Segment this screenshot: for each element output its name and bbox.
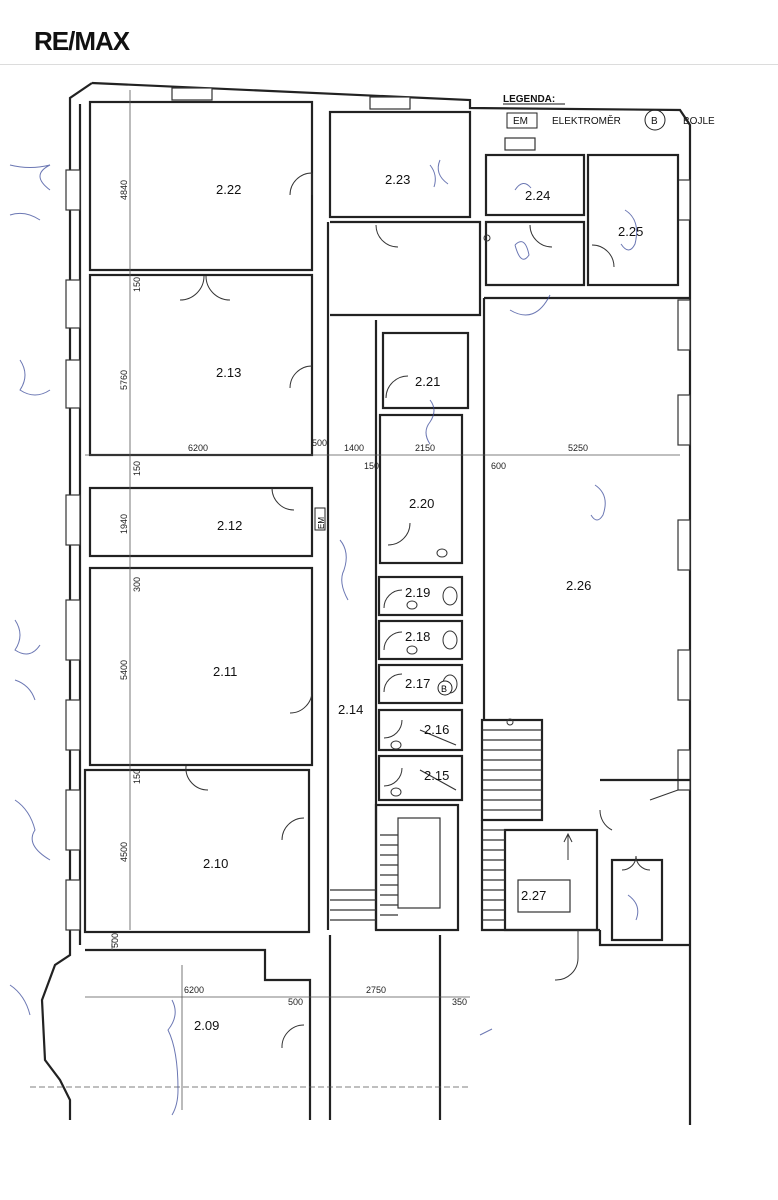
sink-icon (390, 740, 402, 750)
dimension-lines (30, 90, 680, 1110)
fixtures: B EM (314, 234, 514, 797)
room-2-18-walls (377, 619, 464, 661)
dim-2150: 2150 (415, 443, 435, 453)
room-label-2-19: 2.19 (405, 585, 430, 600)
dim-150-c: 150 (132, 769, 142, 784)
boiler-marker-text: B (441, 684, 447, 694)
sink-icon (390, 787, 402, 797)
room-2-25-walls (586, 153, 680, 287)
sink-icon (436, 548, 448, 558)
dim-5250: 5250 (568, 443, 588, 453)
toilet-icon (442, 630, 458, 650)
room-label-2-09: 2.09 (194, 1018, 219, 1033)
dim-1940: 1940 (119, 514, 129, 534)
legend-b-label: BOJLE (683, 116, 715, 127)
room-2-11-walls (88, 566, 314, 767)
room-2-12-walls (88, 486, 314, 558)
room-label-2-14: 2.14 (338, 702, 363, 717)
dim-4840: 4840 (119, 180, 129, 200)
stair-lower (374, 803, 460, 932)
room-label-2-27: 2.27 (521, 888, 546, 903)
room-label-2-16: 2.16 (424, 722, 449, 737)
vestibule-walls (610, 858, 664, 942)
room-label-2-20: 2.20 (409, 496, 434, 511)
room-label-2-15: 2.15 (424, 768, 449, 783)
stair-treads (330, 729, 573, 921)
sink-icon (406, 600, 418, 610)
vertical-dimensions: 4840 150 5760 150 1940 300 5400 150 4500… (110, 180, 142, 948)
dim-500-v: 500 (110, 933, 120, 948)
sink-icon (406, 645, 418, 655)
legend-em-box (506, 112, 538, 129)
legend-em-label: ELEKTROMĚR (552, 114, 621, 127)
dim-5760: 5760 (119, 370, 129, 390)
room-2-19-walls (377, 575, 464, 617)
room-label-2-18: 2.18 (405, 629, 430, 644)
header-divider (0, 64, 778, 65)
room-2-17-walls (377, 663, 464, 705)
room-label-2-12: 2.12 (217, 518, 242, 533)
dim-150-mid: 150 (364, 461, 379, 471)
remax-logo: RE/MAX (34, 26, 130, 56)
horizontal-dimensions: 6200 500 1400 150 2150 600 5250 6200 500… (184, 438, 588, 1007)
electric-meter-text: EM (317, 517, 326, 529)
dim-500-mid: 500 (312, 438, 327, 448)
dim-2750: 2750 (366, 985, 386, 995)
pen-annotations (9, 159, 639, 1116)
room-label-2-23: 2.23 (385, 172, 410, 187)
room-label-2-25: 2.25 (618, 224, 643, 239)
room-label-2-11: 2.11 (213, 664, 237, 679)
legend: LEGENDA: EM ELEKTROMĚR B BOJLE (503, 94, 715, 131)
room-2-13-walls (88, 273, 314, 457)
room-label-2-24: 2.24 (525, 188, 550, 203)
legend-title: LEGENDA: (503, 94, 555, 105)
boiler-marker (437, 680, 453, 696)
outer-walls (40, 81, 692, 1125)
room-label-2-17: 2.17 (405, 676, 430, 691)
room-label-2-13: 2.13 (216, 365, 241, 380)
room-label-2-21: 2.21 (415, 374, 440, 389)
toilet-icon (442, 586, 458, 606)
room-label-2-10: 2.10 (203, 856, 228, 871)
dim-4500: 4500 (119, 842, 129, 862)
room-2-10-walls (83, 768, 311, 934)
room-2-16-walls (377, 708, 464, 752)
dim-6200-bottom: 6200 (184, 985, 204, 995)
dim-5400: 5400 (119, 660, 129, 680)
dim-6200-mid: 6200 (188, 443, 208, 453)
legend-b-symbol: B (651, 116, 658, 127)
interior-walls (83, 100, 690, 1120)
dim-500-bottom: 500 (288, 997, 303, 1007)
room-2-24-walls (484, 153, 586, 217)
room-label-2-22: 2.22 (216, 182, 241, 197)
dim-300: 300 (132, 577, 142, 592)
room-label-2-26: 2.26 (566, 578, 591, 593)
legend-em-symbol: EM (513, 116, 528, 127)
dim-600: 600 (491, 461, 506, 471)
dim-150-b: 150 (132, 461, 142, 476)
electric-meter-box (314, 507, 326, 531)
room-2-15-walls (377, 754, 464, 802)
room-2-21-walls (381, 331, 470, 410)
room-2-20-walls (378, 413, 464, 565)
doors (179, 172, 679, 1049)
room-labels: 2.22 2.23 2.24 2.25 2.13 2.21 2.12 2.20 … (194, 172, 643, 1033)
dim-150-a: 150 (132, 277, 142, 292)
dim-1400: 1400 (344, 443, 364, 453)
dim-350: 350 (452, 997, 467, 1007)
room-2-23-walls (328, 110, 472, 219)
